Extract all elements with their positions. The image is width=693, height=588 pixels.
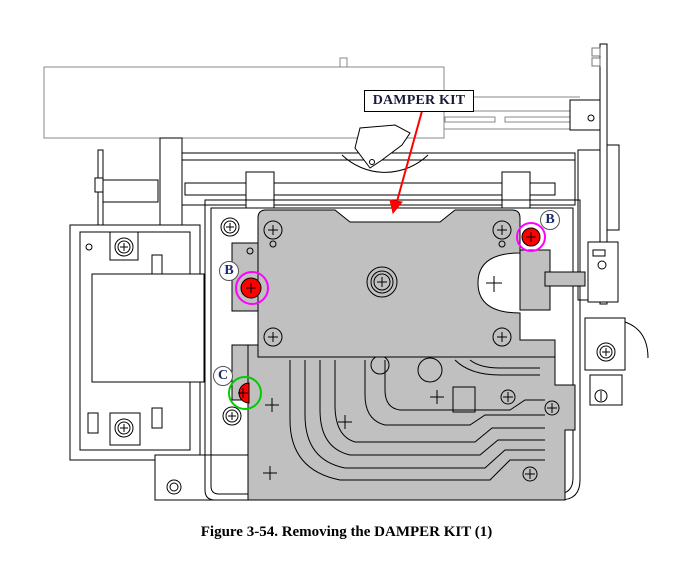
- encoder-sector: [341, 124, 429, 173]
- callout-arrow: [389, 110, 423, 215]
- screw-b-left: [235, 271, 269, 305]
- left-spool: [94, 149, 159, 226]
- top-cover: [43, 57, 580, 139]
- damper-plate: [231, 209, 586, 401]
- marker-b-left: B: [219, 261, 239, 281]
- left-board: [69, 224, 256, 501]
- figure-caption: Figure 3-54. Removing the DAMPER KIT (1): [200, 524, 493, 540]
- marker-b-right: B: [540, 210, 560, 230]
- damper-kit-callout: DAMPER KIT: [364, 90, 474, 112]
- marker-c: C: [213, 366, 233, 386]
- screw-c: [228, 376, 262, 410]
- right-side-frame: [569, 43, 649, 406]
- screw-b-right: [516, 222, 546, 252]
- flex-cable-plate: [231, 344, 576, 501]
